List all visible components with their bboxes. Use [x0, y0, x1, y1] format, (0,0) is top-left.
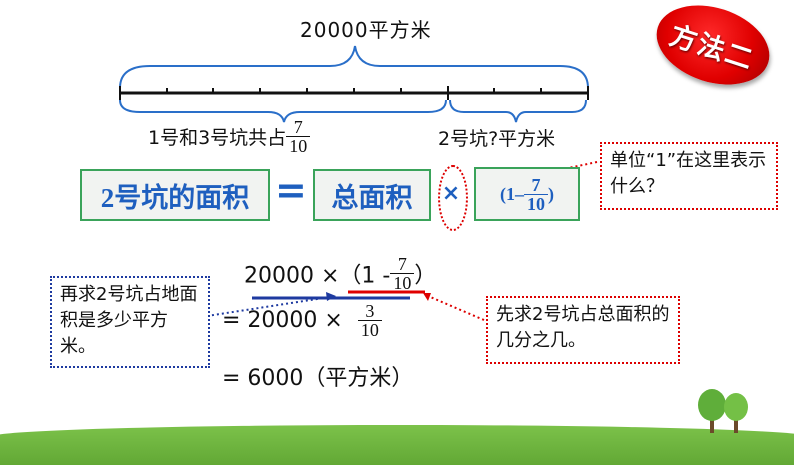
segment-diagram: [119, 45, 598, 321]
fraction-numerator: 3: [365, 301, 375, 321]
right-lower-brace: [449, 99, 587, 123]
method-badge-text: 方法二: [665, 19, 759, 77]
red-dotted-arrow: [427, 295, 485, 321]
part-area-text: 2号坑的面积: [100, 182, 250, 213]
tree-decoration: [698, 389, 748, 433]
top-brace: [119, 45, 589, 89]
equals-sign: =: [275, 168, 307, 212]
right-callout: 先求2号坑占总面积的几分之几。: [486, 296, 680, 364]
fraction-box-minus: –: [515, 183, 524, 204]
fraction-denominator: 10: [357, 320, 382, 339]
fraction-box-suffix: ): [548, 183, 554, 204]
grass-decoration: [0, 425, 794, 465]
segment-left-text: 1号和3号坑共占: [148, 127, 287, 149]
fraction-denominator: 10: [286, 136, 311, 155]
total-area-box: 总面积: [313, 169, 431, 221]
fraction-numerator: 7: [293, 117, 303, 137]
left-lower-brace: [119, 99, 447, 123]
total-area-text: 总面积: [331, 182, 413, 213]
blue-dotted-arrow: [206, 296, 331, 317]
fraction-numerator: 7: [531, 174, 541, 195]
part-area-box: 2号坑的面积: [80, 169, 270, 221]
left-callout: 再求2号坑占地面积是多少平方米。: [50, 276, 210, 368]
calc-line-2-prefix: = 20000 ×: [222, 308, 343, 333]
times-sign: ×: [441, 181, 461, 206]
segment-right-label: 2号坑?平方米: [438, 128, 556, 150]
tick-marks: [119, 86, 589, 100]
fraction-denominator: 10: [524, 193, 548, 213]
calc-line-1-suffix: ）: [414, 263, 437, 289]
unit-question-callout: 单位“1”在这里表示什么？: [600, 142, 778, 210]
fraction-numerator: 7: [397, 254, 407, 274]
fraction-box-prefix: (1: [500, 183, 515, 204]
fraction-denominator: 10: [390, 273, 415, 292]
calc-line-3: = 6000（平方米）: [222, 366, 414, 391]
times-highlight-ellipse: [438, 165, 468, 231]
total-area-label: 20000平方米: [300, 18, 432, 42]
calc-line-1-prefix: 20000 ×（1 -: [244, 263, 391, 289]
